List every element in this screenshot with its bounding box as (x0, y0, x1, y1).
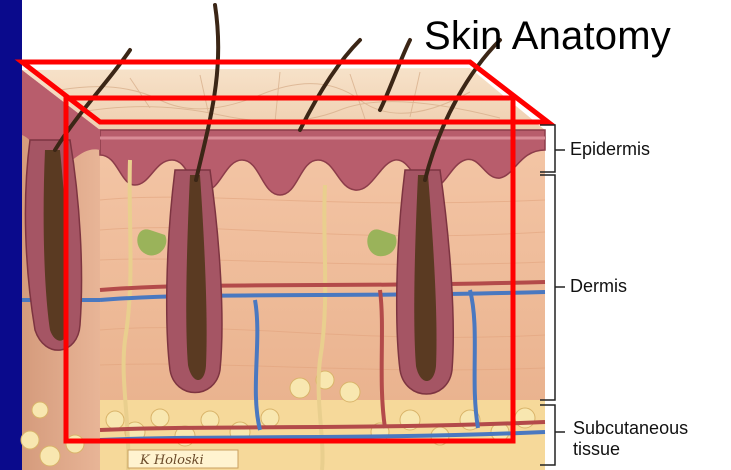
dermis-label: Dermis (570, 276, 627, 297)
page-title: Skin Anatomy (424, 14, 671, 59)
subcutaneous-tissue-label: Subcutaneous tissue (573, 418, 723, 460)
epidermis-label: Epidermis (570, 139, 650, 160)
artist-signature: K Holoski (139, 453, 204, 468)
